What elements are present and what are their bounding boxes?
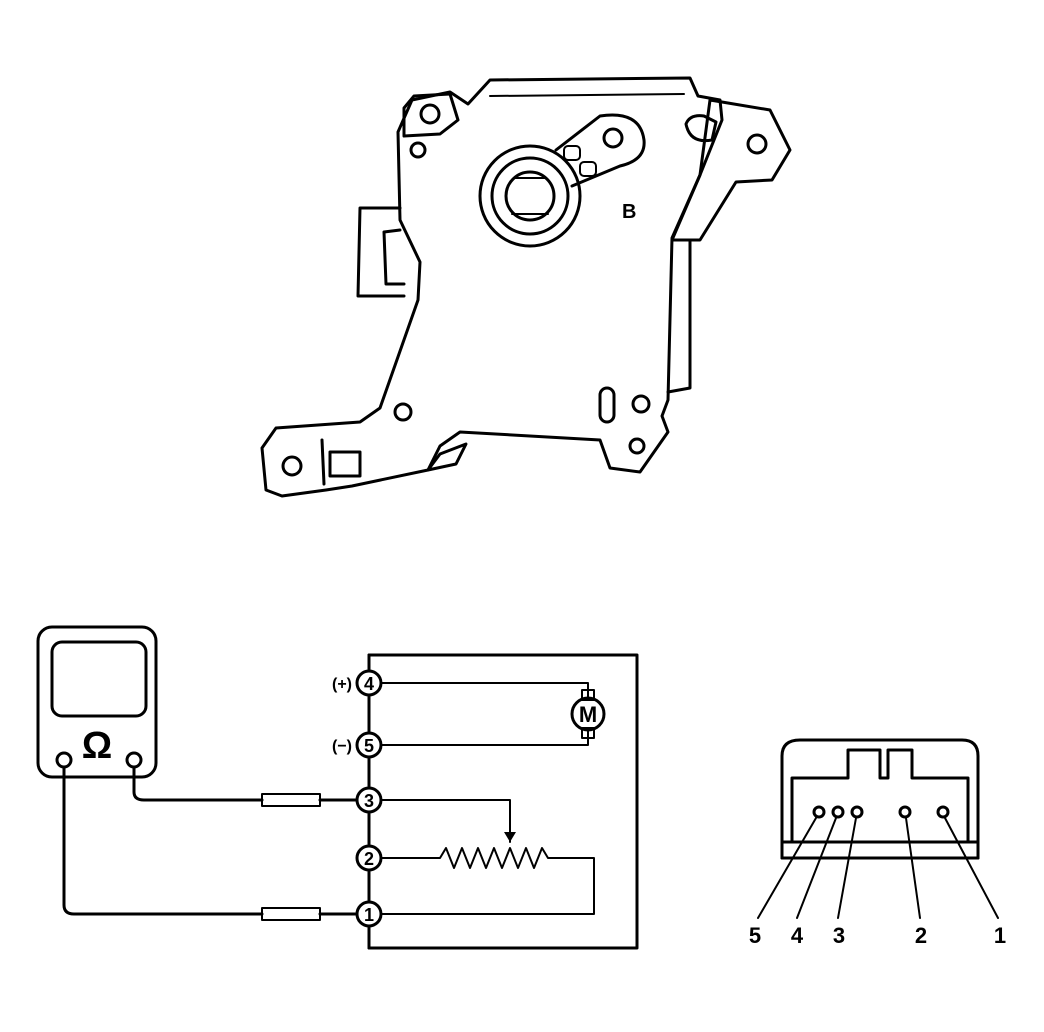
- pin-label-2: 2: [915, 923, 927, 948]
- terminal-5: [355, 731, 383, 759]
- leader-line-1: [944, 817, 999, 919]
- terminal-1: [355, 900, 383, 928]
- ohmmeter-display: [50, 640, 148, 718]
- lever-arm: [554, 113, 646, 188]
- bottom-hole-lower: [628, 437, 646, 455]
- pin-label-4: 4: [791, 923, 804, 948]
- gear-notch: [511, 177, 549, 215]
- actuator-circuit: M 4 5 3 2 1 (+) (−): [332, 653, 639, 950]
- ear-hole-top: [419, 103, 441, 125]
- left-tab-hole: [281, 455, 303, 477]
- connector-pin-4: [831, 805, 845, 819]
- terminal-4-label: 4: [364, 674, 374, 694]
- wiper-arrow: [504, 832, 516, 842]
- left-hole-mid: [393, 402, 413, 422]
- probe-lead-positive: [132, 765, 264, 802]
- ohm-symbol: Ω: [82, 725, 112, 767]
- leader-line-4: [796, 817, 837, 919]
- top-left-ear: [402, 92, 460, 138]
- actuator-illustration: B: [260, 76, 792, 498]
- motor-terminal-top: [581, 689, 595, 701]
- output-gear-outer: [478, 144, 582, 248]
- output-gear-ring: [490, 156, 570, 236]
- lever-slot-b: [579, 161, 597, 177]
- connector-pin-3: [850, 805, 864, 819]
- probe-lead-negative: [62, 765, 264, 916]
- bottom-slot: [598, 386, 616, 424]
- side-rail: [666, 238, 692, 394]
- connector-pin-2: [898, 805, 912, 819]
- leader-line-3: [837, 817, 857, 919]
- bottom-ramp: [426, 442, 468, 472]
- pin-label-1: 1: [994, 923, 1006, 948]
- right-tab-slot: [684, 114, 718, 143]
- terminal-2: [355, 844, 383, 872]
- probe-tips-contact: [318, 798, 362, 916]
- motor-symbol: [570, 696, 606, 732]
- right-tab-hole: [746, 133, 768, 155]
- bottom-hole-right: [631, 394, 651, 414]
- ear-hole-left: [409, 141, 427, 159]
- terminal-3: [355, 786, 383, 814]
- connector-pin-5: [812, 805, 826, 819]
- connector-face: 5 4 3 2 1: [749, 738, 1006, 948]
- terminal-2-label: 2: [364, 849, 374, 869]
- motor-terminal-bottom: [581, 727, 595, 739]
- terminal-1-label: 1: [364, 905, 374, 925]
- actuator-marking: B: [622, 201, 636, 223]
- pin-label-5: 5: [749, 923, 761, 948]
- probe-tip-negative[interactable]: [261, 907, 321, 921]
- left-tab-clip: [320, 438, 362, 486]
- side-connector: [356, 206, 406, 298]
- polarity-plus-label: (+): [332, 676, 352, 693]
- motor-wire-minus: [380, 727, 589, 746]
- polarity-minus-label: (−): [332, 738, 352, 755]
- terminal-3-label: 3: [364, 791, 374, 811]
- resistor-element: [380, 847, 595, 915]
- lever-pivot-hole: [602, 127, 624, 149]
- right-mounting-tab: [670, 98, 792, 242]
- lever-slot-a: [563, 145, 581, 161]
- connector-key-profile: [790, 748, 970, 844]
- ohmmeter-body: [36, 625, 158, 779]
- ohmmeter: Ω: [36, 625, 362, 921]
- motor-wire-plus: [380, 682, 589, 701]
- actuator-housing: [260, 76, 724, 498]
- terminal-4: [355, 669, 383, 697]
- output-gear-hub: [504, 170, 556, 222]
- probe-jack-negative[interactable]: [55, 751, 73, 769]
- pin-label-3: 3: [833, 923, 845, 948]
- probe-tip-positive[interactable]: [261, 793, 321, 807]
- leader-line-5: [757, 817, 817, 919]
- connector-base: [780, 840, 980, 860]
- probe-jack-positive[interactable]: [125, 751, 143, 769]
- connector-pin-1: [936, 805, 950, 819]
- leader-line-2: [905, 817, 921, 919]
- housing-top-edge: [489, 93, 685, 97]
- terminal-5-label: 5: [364, 736, 374, 756]
- motor-label: M: [579, 702, 597, 727]
- wiper-wire: [380, 799, 511, 843]
